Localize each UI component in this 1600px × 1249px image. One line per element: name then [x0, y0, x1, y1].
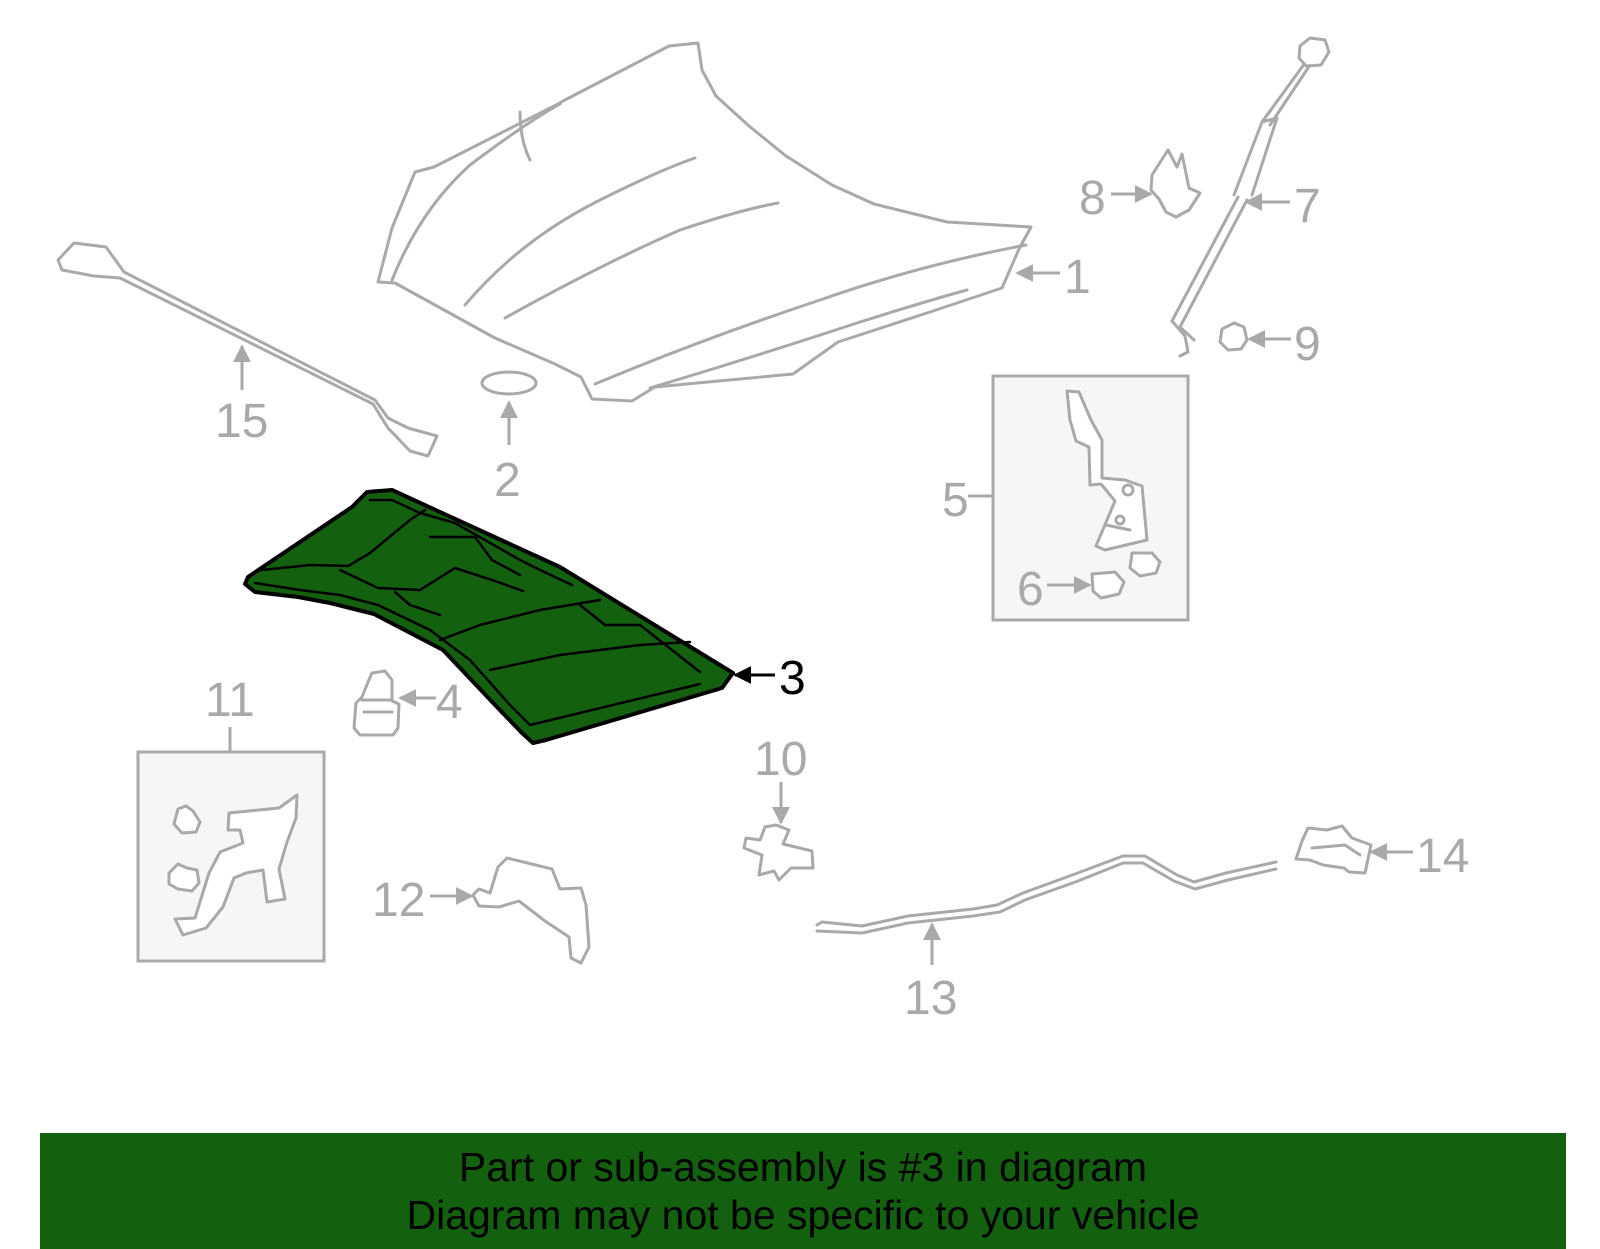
- part-11-support-box[interactable]: [136, 750, 326, 963]
- callout-9: 9: [1247, 318, 1321, 371]
- callout-13-label: 13: [904, 972, 957, 1025]
- callout-12: 12: [372, 874, 474, 927]
- part-4-clip[interactable]: [352, 669, 401, 737]
- callout-13: 13: [904, 922, 957, 1025]
- callout-5-label: 5: [942, 474, 969, 527]
- callout-12-label: 12: [372, 874, 425, 927]
- callout-9-label: 9: [1294, 318, 1321, 371]
- part-8-bracket[interactable]: [1149, 148, 1202, 219]
- part-10-latch[interactable]: [742, 823, 815, 882]
- part-5-6-hinge-box[interactable]: [991, 374, 1190, 622]
- part-7-hood-strut[interactable]: [1170, 36, 1331, 358]
- callout-14: 14: [1369, 830, 1469, 883]
- callout-7: 7: [1244, 180, 1321, 233]
- callout-6: 6: [1017, 563, 1092, 616]
- callout-7-label: 7: [1294, 180, 1321, 233]
- callout-2-label: 2: [494, 454, 521, 507]
- part-12-bracket[interactable]: [471, 856, 591, 965]
- banner-line-1: Part or sub-assembly is #3 in diagram: [458, 1144, 1148, 1190]
- callout-1-label: 1: [1064, 251, 1091, 304]
- callout-6-label: 6: [1017, 563, 1044, 616]
- part-2-grommet[interactable]: [480, 370, 538, 396]
- callout-11: 11: [205, 674, 255, 752]
- callout-2: 2: [494, 400, 521, 507]
- part-9-bumper[interactable]: [1218, 321, 1249, 352]
- info-banner: Part or sub-assembly is #3 in diagram Di…: [40, 1133, 1566, 1249]
- callout-8: 8: [1079, 172, 1153, 225]
- callout-3: 3: [733, 652, 806, 705]
- callout-15-label: 15: [215, 395, 268, 448]
- part-13-release-cable[interactable]: [815, 854, 1278, 935]
- part-1-hood[interactable]: [376, 41, 1033, 403]
- callout-3-label: 3: [779, 652, 806, 705]
- part-15-seal[interactable]: [56, 241, 439, 458]
- callout-4: 4: [398, 676, 463, 729]
- callout-14-label: 14: [1416, 830, 1469, 883]
- callout-5: 5: [942, 474, 993, 527]
- callout-4-label: 4: [436, 676, 463, 729]
- callout-8-label: 8: [1079, 172, 1106, 225]
- callout-10: 10: [754, 733, 807, 825]
- banner-line-2: Diagram may not be specific to your vehi…: [406, 1192, 1200, 1238]
- callout-11-label: 11: [205, 674, 255, 727]
- callout-15: 15: [215, 344, 268, 448]
- part-3-hood-insulator[interactable]: [243, 488, 735, 745]
- callout-10-label: 10: [754, 733, 807, 786]
- callout-1: 1: [1015, 251, 1091, 304]
- part-14-clip[interactable]: [1294, 824, 1373, 875]
